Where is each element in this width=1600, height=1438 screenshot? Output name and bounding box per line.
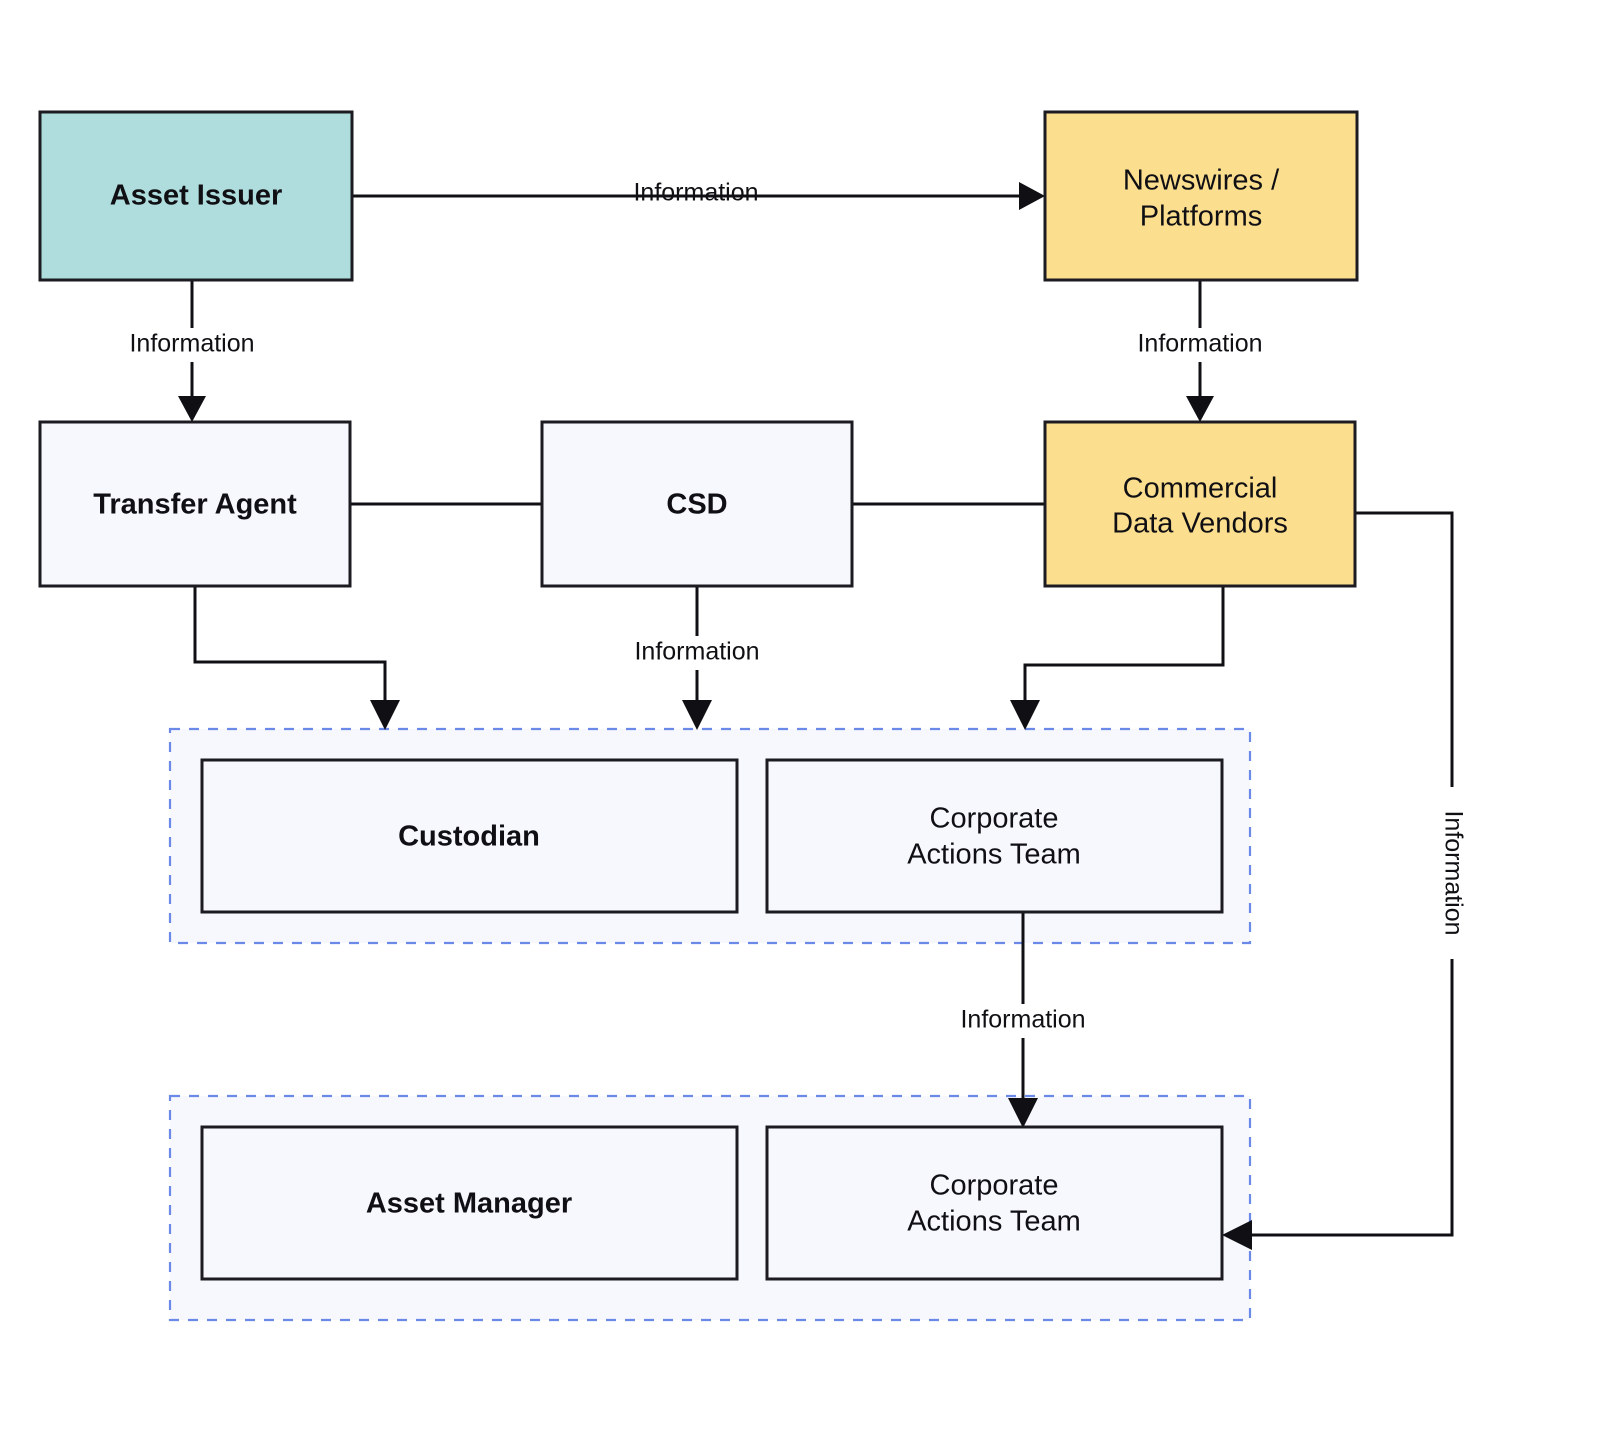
edge-newswires-to-data-vendors: Information	[1116, 280, 1288, 422]
node-commercial-data-vendors[interactable]: Commercial Data Vendors	[1043, 420, 1357, 588]
asset-issuer-label: Asset Issuer	[110, 180, 283, 212]
node-asset-issuer[interactable]: Asset Issuer	[38, 110, 354, 282]
commercial-data-vendors-label-line2: Data Vendors	[1112, 508, 1288, 540]
edge-issuer-to-transfer-agent: Information	[108, 280, 280, 422]
arrow-head-csd-custody	[682, 700, 712, 730]
edge-line-transfer-custodian	[193, 586, 387, 710]
arrow-head-vendors-ca-team	[1010, 700, 1040, 730]
edge-label-newswires-vendors: Information	[1137, 330, 1262, 358]
node-transfer-agent[interactable]: Transfer Agent	[38, 420, 352, 588]
corporate-actions-team-custody-label-line2: Actions Team	[907, 839, 1081, 871]
node-newswires-platforms[interactable]: Newswires / Platforms	[1043, 110, 1359, 282]
arrow-head-transfer-custodian	[370, 700, 400, 730]
edge-label-backdrop-vendors-ca-manager	[1435, 787, 1469, 959]
transfer-agent-box[interactable]	[38, 420, 352, 588]
asset-manager-box[interactable]	[200, 1125, 739, 1281]
node-custodian[interactable]: Custodian	[200, 758, 739, 914]
edge-label-csd-custody: Information	[634, 638, 759, 666]
edge-line-vendors-ca-manager	[1242, 511, 1454, 1237]
newswires-platforms-box[interactable]	[1043, 110, 1359, 282]
arrow-head-issuer-transfer	[178, 396, 206, 422]
node-asset-manager[interactable]: Asset Manager	[200, 1125, 739, 1281]
commercial-data-vendors-label-line1: Commercial	[1123, 473, 1278, 505]
edge-label-ca-team-chain: Information	[960, 1006, 1085, 1034]
edge-label-issuer-newswires: Information	[633, 179, 758, 207]
edge-line-vendors-ca-team	[1023, 586, 1225, 710]
edge-transfer-agent-to-custodian	[193, 586, 400, 730]
corporate-actions-team-custody-label-line1: Corporate	[930, 803, 1059, 835]
newswires-platforms-label-line1: Newswires /	[1123, 165, 1280, 197]
asset-manager-label: Asset Manager	[366, 1188, 572, 1220]
corporate-actions-team-manager-label-line2: Actions Team	[907, 1206, 1081, 1238]
edge-label-vendors-ca-manager: Information	[1439, 810, 1467, 935]
arrow-head-issuer-newswires	[1019, 182, 1045, 210]
custodian-box[interactable]	[200, 758, 739, 914]
arrow-head-newswires-vendors	[1186, 396, 1214, 422]
edge-label-issuer-transfer: Information	[129, 330, 254, 358]
node-csd[interactable]: CSD	[540, 420, 854, 588]
edge-ca-team-to-ca-team: Information	[939, 912, 1111, 1128]
edge-data-vendors-to-ca-team	[1010, 586, 1225, 730]
corporate-actions-team-manager-label-line1: Corporate	[930, 1170, 1059, 1202]
custodian-label: Custodian	[398, 821, 540, 853]
arrow-head-vendors-ca-manager	[1222, 1220, 1252, 1250]
edge-label-backdrop-ca-team-chain	[939, 1004, 1111, 1038]
csd-label: CSD	[666, 489, 727, 521]
corporate-actions-team-custody-box[interactable]	[765, 758, 1224, 914]
asset-issuer-box[interactable]	[38, 110, 354, 282]
newswires-platforms-label-line2: Platforms	[1140, 201, 1262, 233]
transfer-agent-label: Transfer Agent	[93, 489, 297, 521]
commercial-data-vendors-box[interactable]	[1043, 420, 1357, 588]
node-corporate-actions-team-manager[interactable]: Corporate Actions Team	[765, 1125, 1224, 1281]
csd-box[interactable]	[540, 420, 854, 588]
edge-label-backdrop-csd-custody	[613, 636, 785, 670]
corporate-actions-team-manager-box[interactable]	[765, 1125, 1224, 1281]
edge-label-backdrop-newswires-vendors	[1116, 328, 1288, 362]
arrow-head-ca-team-chain	[1008, 1098, 1038, 1128]
edge-label-backdrop-issuer-transfer	[108, 328, 280, 362]
edge-csd-to-custody-group: Information	[613, 586, 785, 730]
edge-issuer-to-newswires: Information	[352, 179, 1045, 210]
edge-data-vendors-to-ca-manager: Information	[1222, 511, 1469, 1250]
node-corporate-actions-team-custody[interactable]: Corporate Actions Team	[765, 758, 1224, 914]
